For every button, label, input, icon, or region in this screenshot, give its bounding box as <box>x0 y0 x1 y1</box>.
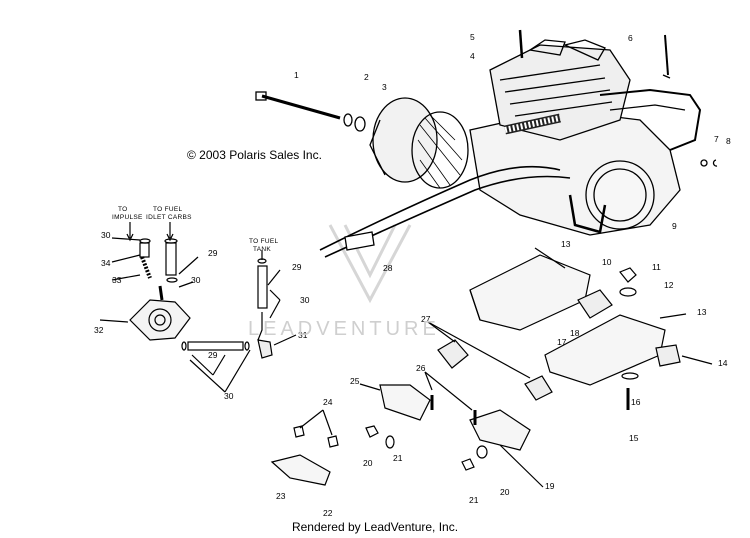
callout-27: 27 <box>421 314 431 324</box>
callout-30: 30 <box>101 230 111 240</box>
callout-25: 25 <box>350 376 360 386</box>
annotation-labels: TO IMPULSE TO FUEL IDLET CARBS TO FUEL T… <box>112 206 279 253</box>
watermark-text: LEADVENTURE <box>248 318 440 340</box>
callout-20: 20 <box>363 458 373 468</box>
callout-16: 16 <box>631 397 641 407</box>
callout-20: 20 <box>500 487 510 497</box>
engine-mounts <box>270 247 713 488</box>
to-impulse-line2: IMPULSE <box>112 214 143 221</box>
to-fuel-idlet-line2: IDLET CARBS <box>146 214 192 221</box>
fuel-system <box>99 222 297 393</box>
callout-22: 22 <box>323 508 333 518</box>
callout-30: 30 <box>300 295 310 305</box>
callout-7: 7 <box>714 134 719 144</box>
callout-15: 15 <box>629 433 639 443</box>
to-fuel-tank-line2: TANK <box>253 246 271 253</box>
to-fuel-idlet-line1: TO FUEL <box>153 206 183 213</box>
callout-13: 13 <box>561 239 571 249</box>
callout-29: 29 <box>292 262 302 272</box>
callout-9: 9 <box>672 221 677 231</box>
callout-4: 4 <box>470 51 475 61</box>
callout-11: 11 <box>652 262 661 272</box>
engine-assembly <box>255 29 718 258</box>
callout-23: 23 <box>276 491 286 501</box>
to-fuel-tank-line1: TO FUEL <box>249 238 279 245</box>
callout-5: 5 <box>470 32 475 42</box>
callout-13: 13 <box>697 307 707 317</box>
callout-33: 33 <box>112 275 122 285</box>
callout-10: 10 <box>602 257 612 267</box>
callout-30: 30 <box>224 391 234 401</box>
callout-29: 29 <box>208 248 218 258</box>
callout-14: 14 <box>718 358 728 368</box>
footer-credit: Rendered by LeadVenture, Inc. <box>291 520 459 534</box>
callout-2: 2 <box>364 72 369 82</box>
callout-30: 30 <box>191 275 201 285</box>
callout-31: 31 <box>298 330 308 340</box>
callout-34: 34 <box>101 258 111 268</box>
callout-29: 29 <box>208 350 218 360</box>
callout-26: 26 <box>416 363 426 373</box>
to-impulse-line1: TO <box>118 206 128 213</box>
copyright-notice: © 2003 Polaris Sales Inc. <box>187 148 322 162</box>
callout-6: 6 <box>628 33 633 43</box>
callout-18: 18 <box>570 328 580 338</box>
callout-28: 28 <box>383 263 393 273</box>
callout-19: 19 <box>545 481 555 491</box>
callout-12: 12 <box>664 280 674 290</box>
callout-24: 24 <box>323 397 333 407</box>
callout-21: 21 <box>393 453 403 463</box>
callout-32: 32 <box>94 325 104 335</box>
callout-21: 21 <box>469 495 479 505</box>
callout-3: 3 <box>382 82 387 92</box>
callout-17: 17 <box>557 337 567 347</box>
callout-1: 1 <box>294 70 299 80</box>
callout-8: 8 <box>726 136 731 146</box>
